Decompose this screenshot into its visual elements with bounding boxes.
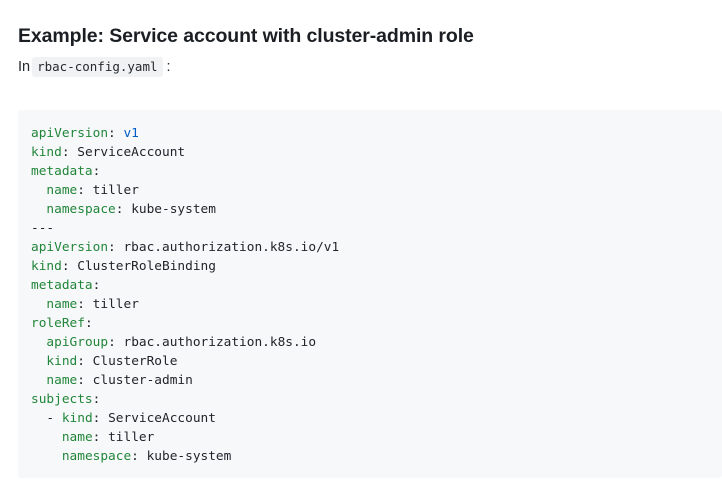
yaml-indent [31, 202, 46, 217]
yaml-colon: : [84, 316, 93, 331]
yaml-value: cluster-admin [84, 373, 193, 388]
yaml-colon: : [92, 430, 101, 445]
yaml-key: kind [61, 411, 93, 426]
yaml-value: kube-system [138, 449, 232, 464]
yaml-key: namespace [61, 449, 132, 464]
yaml-indent [31, 373, 46, 388]
yaml-value: rbac.authorization.k8s.io [115, 335, 317, 350]
yaml-key: metadata [31, 278, 93, 293]
yaml-indent [31, 297, 46, 312]
yaml-indent [31, 430, 62, 445]
yaml-colon: : [77, 183, 85, 198]
yaml-value: rbac.authorization.k8s.io/v1 [115, 240, 340, 255]
yaml-value: tiller [84, 297, 139, 312]
yaml-value: tiller [100, 430, 155, 445]
code-line: name: tiller [31, 428, 722, 447]
code-line: apiGroup: rbac.authorization.k8s.io [31, 333, 722, 352]
yaml-indent [31, 354, 46, 369]
page-title: Example: Service account with cluster-ad… [18, 25, 474, 48]
yaml-colon: : [108, 240, 116, 255]
intro-paragraph: In rbac-config.yaml : [18, 57, 171, 77]
code-line: name: tiller [31, 295, 722, 314]
code-line: roleRef: [31, 314, 722, 333]
yaml-key: name [46, 373, 78, 388]
yaml-value: ServiceAccount [100, 411, 216, 426]
intro-suffix-text: : [166, 59, 171, 75]
code-line: namespace: kube-system [31, 200, 722, 219]
yaml-indent [31, 449, 62, 464]
yaml-colon: : [131, 449, 139, 464]
code-line: metadata: [31, 276, 722, 295]
yaml-colon: : [115, 202, 124, 217]
yaml-key: apiGroup [46, 335, 109, 350]
yaml-colon: : [61, 259, 70, 274]
yaml-key: kind [31, 145, 62, 160]
yaml-colon: : [92, 164, 101, 179]
yaml-key: name [46, 297, 78, 312]
code-line: --- [31, 219, 722, 238]
code-line: name: tiller [31, 181, 722, 200]
yaml-colon: : [77, 297, 85, 312]
yaml-key: subjects [31, 392, 93, 407]
intro-prefix-text: In [18, 59, 31, 75]
yaml-key: roleRef [31, 316, 85, 331]
code-line: name: cluster-admin [31, 371, 722, 390]
yaml-colon: : [92, 411, 101, 426]
yaml-key: namespace [46, 202, 116, 217]
code-line: kind: ServiceAccount [31, 143, 722, 162]
yaml-indent: - [31, 411, 62, 426]
code-line: - kind: ServiceAccount [31, 409, 722, 428]
yaml-value: ClusterRoleBinding [69, 259, 216, 274]
yaml-key: apiVersion [31, 126, 109, 141]
code-line: namespace: kube-system [31, 447, 722, 466]
yaml-value: tiller [84, 183, 139, 198]
yaml-colon: : [92, 278, 101, 293]
yaml-colon: : [77, 373, 85, 388]
yaml-value: ClusterRole [84, 354, 178, 369]
yaml-value: ServiceAccount [69, 145, 186, 160]
inline-code-filename: rbac-config.yaml [32, 57, 163, 77]
yaml-colon: : [61, 145, 70, 160]
yaml-document-separator: --- [31, 221, 55, 236]
yaml-indent [31, 335, 46, 350]
yaml-key: apiVersion [31, 240, 109, 255]
yaml-colon: : [108, 126, 116, 141]
yaml-key: kind [31, 259, 62, 274]
yaml-colon: : [77, 354, 85, 369]
code-line: metadata: [31, 162, 722, 181]
yaml-key: metadata [31, 164, 93, 179]
yaml-value: v1 [115, 126, 139, 141]
yaml-value: kube-system [123, 202, 216, 217]
yaml-key: name [61, 430, 93, 445]
code-line: apiVersion: v1 [31, 124, 722, 143]
code-line: apiVersion: rbac.authorization.k8s.io/v1 [31, 238, 722, 257]
yaml-key: name [46, 183, 78, 198]
code-line: kind: ClusterRoleBinding [31, 257, 722, 276]
yaml-colon: : [92, 392, 101, 407]
yaml-key: kind [46, 354, 78, 369]
code-line: subjects: [31, 390, 722, 409]
code-line: kind: ClusterRole [31, 352, 722, 371]
yaml-indent [31, 183, 46, 198]
yaml-colon: : [108, 335, 116, 350]
